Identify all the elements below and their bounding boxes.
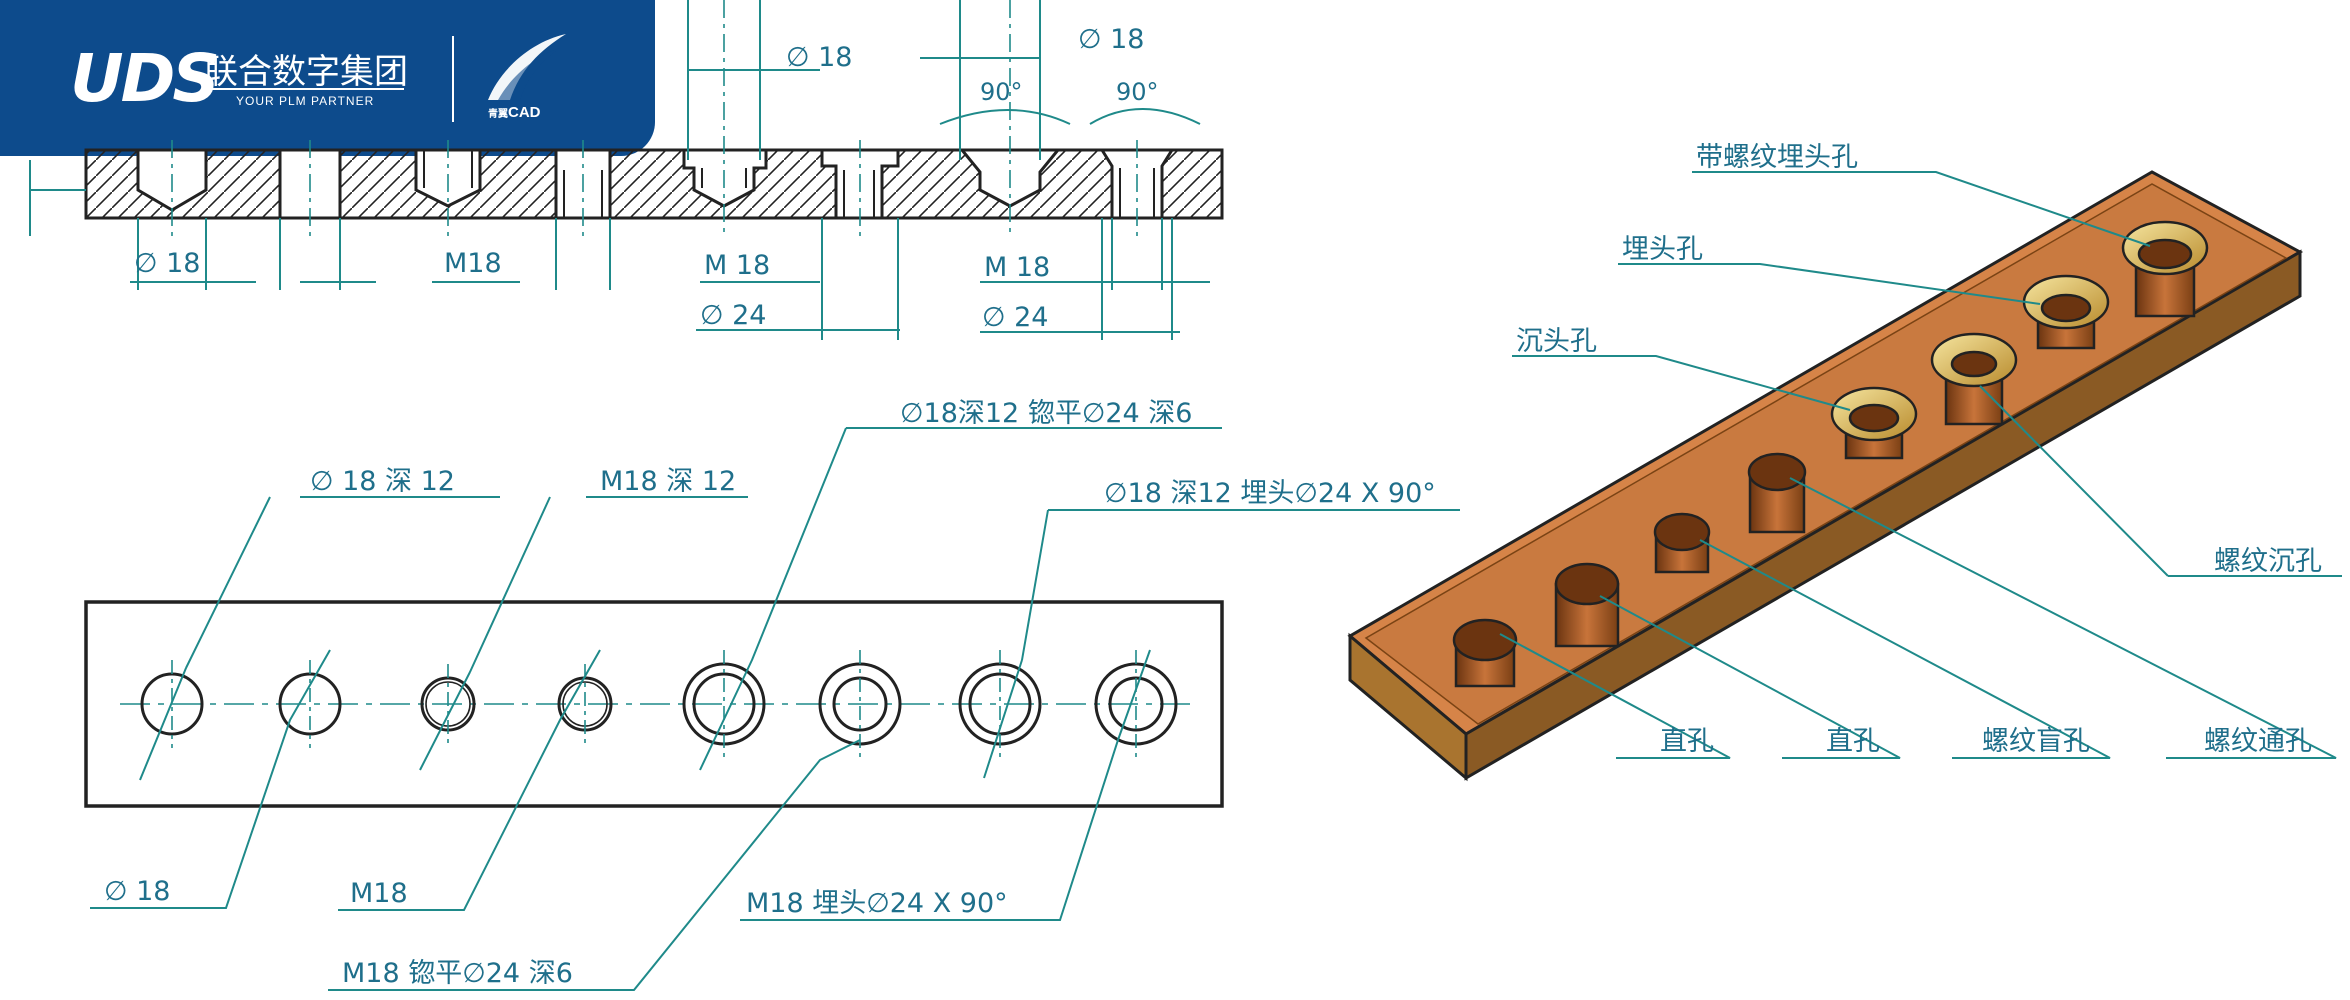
cad-logo-text: 青翼CAD	[488, 104, 541, 121]
cad-logo-name: CAD	[508, 104, 541, 121]
callout-3: ∅18深12 锪平∅24 深6	[900, 398, 1192, 429]
top-view: ∅ 18 深 12 M18 深 12 ∅18深12 锪平∅24 深6 ∅18 深…	[84, 398, 1460, 991]
callout-8: M18 锪平∅24 深6	[342, 958, 573, 989]
section-bottom-2: M18	[444, 248, 502, 279]
label-threaded-blind: 螺纹盲孔	[1982, 726, 2090, 757]
label-counterbore: 沉头孔	[1516, 326, 1597, 357]
callout-4: ∅18 深12 埋头∅24 X 90°	[1104, 478, 1436, 509]
section-bottom-5: M 18	[984, 252, 1050, 283]
part-side-face	[1464, 249, 2302, 781]
label-threaded-counterbore: 螺纹沉孔	[2214, 546, 2322, 577]
section-view: ∅ 18 ∅ 18 90° 90° ∅ 18 M18 M 18 ∅ 24 M 1…	[29, 0, 1224, 340]
callout-5: ∅ 18	[104, 876, 170, 907]
cad-logo-prefix: 青翼	[488, 109, 508, 120]
logo-separator	[452, 36, 454, 122]
logo-underline	[204, 88, 404, 90]
section-body	[84, 148, 1224, 220]
callout-1: ∅ 18 深 12	[310, 466, 455, 497]
iso-hole-1	[1452, 618, 1518, 688]
callout-2: M18 深 12	[600, 466, 736, 497]
section-top-dia-1: ∅ 18	[786, 42, 852, 73]
plate-outline	[84, 600, 1224, 808]
callout-7: M18 埋头∅24 X 90°	[746, 888, 1008, 919]
section-bottom-4: ∅ 24	[700, 300, 766, 331]
section-bottom-1: ∅ 18	[134, 248, 200, 279]
label-threaded-countersink: 带螺纹埋头孔	[1696, 142, 1858, 173]
section-angle-1: 90°	[980, 78, 1023, 106]
label-simple-hole-2: 直孔	[1826, 726, 1880, 757]
iso-hole-2	[1554, 562, 1620, 648]
section-top-dia-2: ∅ 18	[1078, 24, 1144, 55]
section-bottom-6: ∅ 24	[982, 302, 1048, 333]
iso-hole-6	[1930, 332, 2018, 426]
section-hole-counterbore	[682, 148, 768, 208]
wing-logo-icon	[488, 34, 566, 100]
company-tagline: YOUR PLM PARTNER	[236, 94, 375, 108]
label-countersink: 埋头孔	[1622, 234, 1703, 265]
isometric-view: 带螺纹埋头孔 埋头孔 沉头孔 螺纹沉孔 直孔 直孔 螺纹盲孔 螺纹通孔	[1347, 142, 2342, 782]
label-simple-hole-1: 直孔	[1660, 726, 1714, 757]
label-threaded-through: 螺纹通孔	[2204, 726, 2312, 757]
brand-banner: UDS 联合数字集团 YOUR PLM PARTNER 青翼CAD	[0, 0, 655, 156]
section-angle-2: 90°	[1116, 78, 1159, 106]
iso-hole-5	[1830, 386, 1918, 460]
iso-hole-8	[2121, 220, 2209, 318]
iso-hole-3	[1653, 512, 1711, 574]
section-bottom-3: M 18	[704, 250, 770, 281]
uds-logo: UDS	[70, 40, 220, 117]
company-name: 联合数字集团	[204, 52, 408, 92]
callout-6: M18	[350, 878, 408, 909]
iso-hole-4	[1747, 452, 1807, 534]
